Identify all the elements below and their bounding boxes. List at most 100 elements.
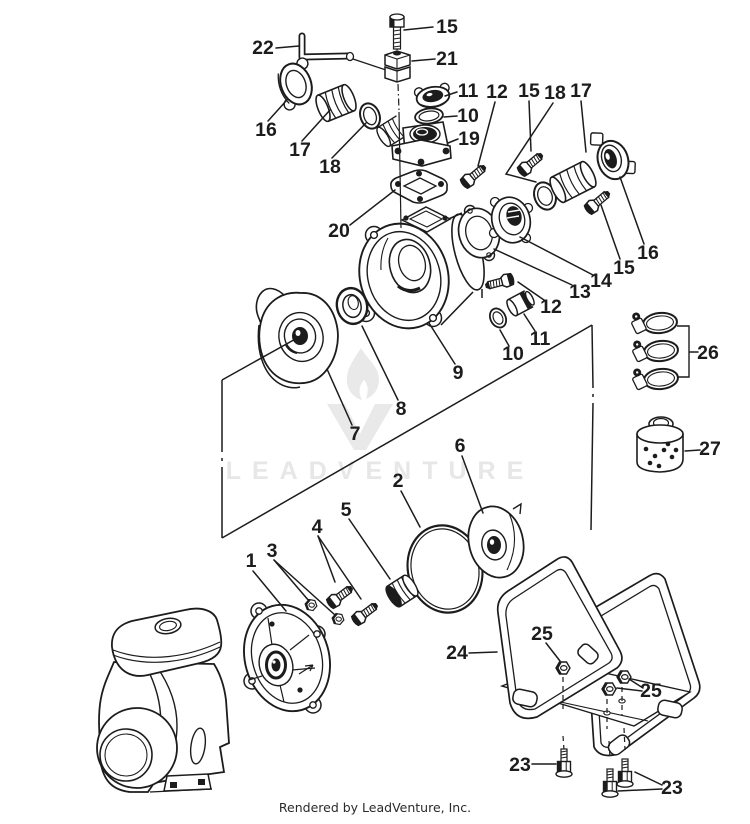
flange-13-drawing: [457, 204, 501, 262]
leader-line-20: [349, 189, 396, 226]
callout-21: 21: [436, 48, 458, 70]
leader-line-18: [504, 102, 554, 183]
gasket-20-drawing: [390, 169, 448, 204]
callout-6: 6: [455, 435, 466, 457]
leader-line-14: [519, 236, 594, 276]
callout-18: 18: [319, 156, 341, 178]
nut-25a-drawing: [555, 661, 571, 675]
nut-3b-drawing: [330, 612, 346, 626]
v-logo-icon: [327, 404, 393, 450]
leader-line-15: [600, 204, 621, 260]
callout-17: 17: [570, 80, 592, 102]
bolt-4a-drawing: [324, 581, 357, 611]
callout-27: 27: [699, 438, 721, 460]
leader-line-24: [468, 651, 498, 654]
flame-icon: [346, 348, 379, 400]
leader-line-27: [684, 449, 701, 452]
callout-15: 15: [436, 16, 458, 38]
callout-19: 19: [458, 128, 480, 150]
leader-line-16: [619, 176, 645, 245]
leader-line-4: [317, 535, 362, 600]
hose-clamp-26a-drawing: [629, 307, 679, 337]
callout-20: 20: [328, 220, 350, 242]
hose-clamp-26b-drawing: [630, 335, 680, 365]
hose-coupling-17-left-drawing: [315, 83, 357, 123]
callout-9: 9: [453, 362, 464, 384]
clamp-bracket: [677, 325, 690, 378]
callout-11: 11: [530, 328, 551, 350]
leader-line-10: [443, 115, 458, 118]
bolt-23b-drawing: [601, 768, 619, 798]
leader-line-15: [528, 100, 532, 152]
callout-12: 12: [486, 81, 508, 103]
callout-5: 5: [341, 499, 352, 521]
leader-line-3: [273, 559, 310, 602]
leader-line-4: [317, 535, 336, 583]
bolt-15-mid-drawing: [515, 148, 547, 179]
callout-15: 15: [613, 257, 635, 279]
leader-line-2: [400, 490, 421, 528]
callout-12: 12: [540, 296, 562, 318]
callout-13: 13: [569, 281, 591, 303]
engine-drawing: [96, 607, 230, 793]
leader-line-1: [252, 570, 287, 612]
callout-2: 2: [393, 470, 404, 492]
callout-10: 10: [502, 343, 524, 365]
impeller-6-drawing: [467, 502, 525, 579]
footer-credit: Rendered by LeadVenture, Inc.: [279, 800, 471, 815]
callout-16: 16: [255, 119, 277, 141]
plug-11-lower-drawing: [506, 290, 535, 317]
leadventure-watermark: LEADVENTURE: [226, 348, 535, 485]
mount-flange-1-drawing: [243, 602, 331, 714]
seal-ring-18-left-drawing: [359, 102, 381, 130]
leader-line-11: [444, 91, 458, 97]
plug-5-drawing: [385, 574, 419, 608]
leader-line-11: [523, 313, 536, 332]
hose-clamp-26c-drawing: [630, 363, 680, 393]
bolt-23c-drawing: [616, 758, 634, 788]
callout-16: 16: [637, 242, 659, 264]
rod-handle-22-drawing: [298, 32, 390, 72]
callout-25: 25: [531, 623, 553, 645]
callout-4: 4: [312, 516, 323, 538]
callout-22: 22: [252, 37, 274, 59]
callout-23: 23: [509, 754, 531, 776]
strainer-27-drawing: [636, 416, 684, 473]
bolt-12-upper-drawing: [458, 160, 490, 191]
leader-line-12: [477, 101, 496, 167]
leader-line-9: [428, 322, 456, 365]
leader-line-15: [403, 26, 434, 31]
leader-line-23: [617, 788, 663, 792]
callout-23: 23: [661, 777, 683, 799]
callout-8: 8: [396, 398, 407, 420]
leader-line-25: [616, 687, 643, 692]
leader-line-3: [273, 559, 336, 616]
leader-line-17: [301, 109, 331, 142]
nut-25b-drawing: [601, 682, 617, 696]
coupler-16-left-drawing: [277, 57, 313, 111]
nut-25c-drawing: [616, 670, 632, 684]
callout-1: 1: [246, 550, 257, 572]
leader-line-5: [348, 518, 391, 580]
leader-line-23: [634, 771, 663, 786]
callout-10: 10: [457, 105, 479, 127]
leader-line-22: [275, 45, 300, 49]
plane-to-hub-line: [221, 336, 300, 381]
callout-26: 26: [697, 342, 719, 364]
bolt-15-right-drawing: [582, 186, 614, 217]
bracket-block-21-drawing: [384, 50, 411, 83]
leader-line-17: [580, 100, 587, 153]
seal-8-drawing: [335, 286, 369, 326]
leader-line-7: [326, 368, 353, 426]
bolt-4b-drawing: [349, 598, 382, 628]
o-ring-10-lower-drawing: [488, 307, 508, 329]
watermark-text: LEADVENTURE: [226, 457, 535, 485]
leader-line-13: [493, 248, 573, 286]
leader-line-10: [499, 329, 510, 347]
coupler-16-right-drawing: [589, 132, 636, 181]
callout-25: 25: [640, 680, 662, 702]
leader-line-25: [628, 678, 644, 689]
callout-11: 11: [458, 80, 479, 102]
